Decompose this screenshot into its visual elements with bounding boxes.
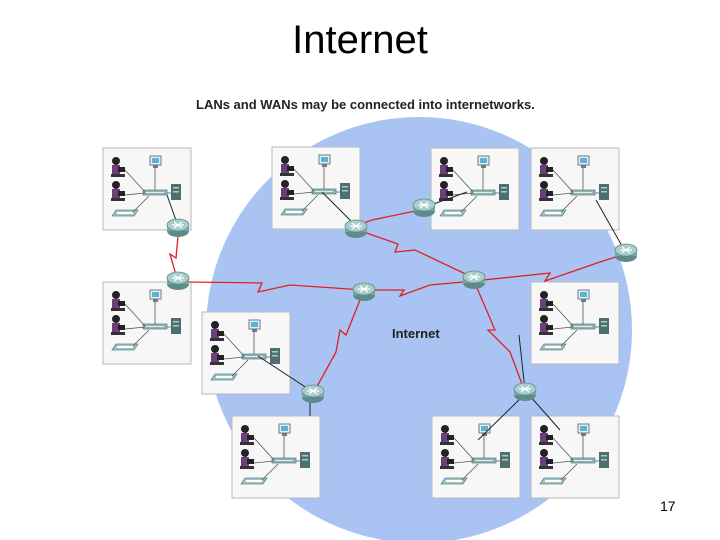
- router-icon: [614, 243, 638, 263]
- lan-bottom-center: [431, 415, 521, 499]
- diagram-caption: LANs and WANs may be connected into inte…: [196, 97, 535, 112]
- lan-top-left: [102, 147, 192, 231]
- router-icon: [462, 270, 486, 290]
- wan-links: [168, 209, 626, 393]
- router-icon: [301, 384, 325, 404]
- lan-bottom-right: [530, 415, 620, 499]
- lan-middle-left: [102, 281, 192, 365]
- router-icon: [412, 198, 436, 218]
- lan-top-right-a: [430, 147, 520, 231]
- slide-title: Internet: [292, 18, 428, 62]
- cloud-label: Internet: [392, 326, 440, 341]
- lan-middle-center: [201, 311, 291, 395]
- router-icon: [166, 218, 190, 238]
- page-number: 17: [660, 498, 676, 514]
- router-icon: [352, 282, 376, 302]
- lan-middle-right: [530, 281, 620, 365]
- lan-bottom-left: [231, 415, 321, 499]
- router-icon: [166, 271, 190, 291]
- router-icon: [513, 382, 537, 402]
- router-icon: [344, 219, 368, 239]
